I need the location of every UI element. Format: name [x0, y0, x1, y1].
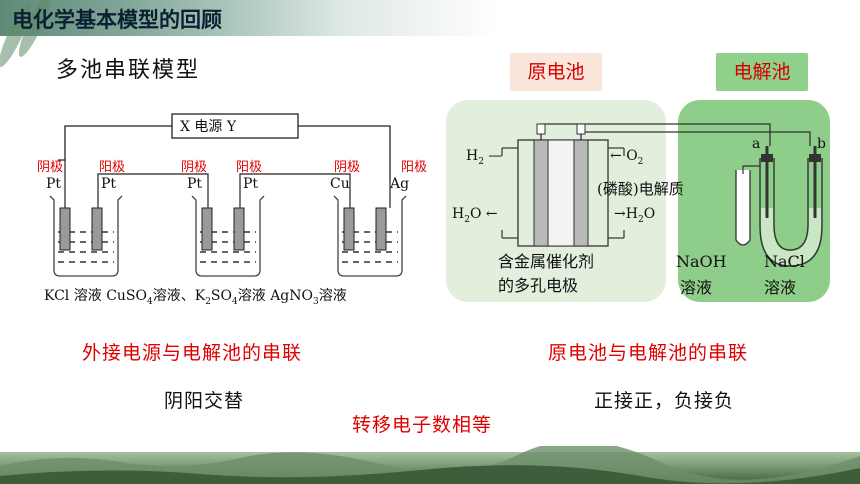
- subscript: 4: [146, 296, 153, 307]
- nacl-label: NaCl: [764, 252, 805, 271]
- note-right-red: 原电池与电解池的串联: [548, 342, 749, 364]
- electrolytic-label: 电解池: [733, 61, 791, 83]
- h2o-text: O: [643, 206, 656, 222]
- naoh-solution-label: 溶液: [680, 278, 713, 297]
- subscript: 2: [637, 156, 644, 167]
- electrolytic-label-box: 电解池: [716, 53, 808, 91]
- electrolyte-label: (磷酸)电解质: [597, 180, 684, 198]
- arrow-left-icon: ←: [485, 206, 498, 222]
- note-left-red: 外接电源与电解池的串联: [82, 342, 303, 364]
- h2o-out-left: H2O ←: [452, 206, 498, 225]
- subscript: 2: [464, 214, 470, 225]
- electrode-a-label: a: [752, 136, 761, 152]
- electrode-metal: Pt: [101, 176, 117, 192]
- subtitle: 多池串联模型: [56, 58, 201, 83]
- electrode-metal: Pt: [187, 176, 203, 192]
- electrolytic-panel: [678, 100, 830, 302]
- subscript: 2: [478, 156, 484, 167]
- electrode-role: 阳极: [401, 160, 428, 175]
- arrow-left-icon: ←: [610, 148, 622, 164]
- subscript: 2: [637, 214, 644, 225]
- electrode-role: 阴极: [37, 160, 64, 175]
- galvanic-label: 原电池: [527, 61, 585, 83]
- title-bar: [0, 0, 860, 36]
- galvanic-label-box: 原电池: [510, 53, 602, 91]
- h2-in-label: H2 —: [466, 148, 502, 167]
- electrode-metal: Pt: [46, 176, 62, 192]
- galvanic-electrolytic-diagram: [446, 100, 830, 302]
- beaker-1: [49, 195, 123, 277]
- arrow-right-icon: →: [614, 206, 626, 222]
- naoh-label: NaOH: [676, 252, 727, 271]
- beaker-3: [333, 195, 407, 277]
- solution-mid: 溶液、K: [152, 288, 206, 304]
- h2o-text: O: [469, 206, 482, 222]
- o2-text: O: [626, 148, 638, 164]
- nacl-solution-label: 溶液: [764, 278, 797, 297]
- h2o-text: H: [625, 206, 638, 222]
- electrode-metal: Pt: [243, 176, 259, 192]
- note-left-black: 阴阳交替: [164, 390, 245, 412]
- h2o-out-right: →H2O: [614, 206, 655, 225]
- electrode-role: 阴极: [334, 160, 361, 175]
- solution-so4: SO: [210, 288, 232, 304]
- electrode-desc-1: 含金属催化剂: [498, 252, 595, 271]
- electrode-role: 阳极: [99, 160, 126, 175]
- h2o-text: H: [452, 206, 465, 222]
- solution-text: 溶液: [318, 288, 347, 304]
- beaker-2: [191, 195, 265, 277]
- electrode-desc-2: 的多孔电极: [498, 276, 579, 295]
- subscript: 2: [205, 296, 211, 307]
- electrode-b-label: b: [817, 136, 826, 152]
- note-center-red: 转移电子数相等: [352, 414, 493, 436]
- subscript: 4: [232, 296, 238, 307]
- electrode-metal: Cu: [330, 176, 350, 192]
- slide-title: 电化学基本模型的回顾: [12, 8, 222, 32]
- arrow-line: —: [488, 148, 503, 164]
- solution-kcl: KCl 溶液: [44, 288, 102, 304]
- solution-cuso4: CuSO: [106, 288, 147, 304]
- solution-agno3: AgNO: [270, 288, 313, 304]
- subscript: 3: [313, 296, 319, 307]
- solution-text: 溶液: [237, 288, 266, 304]
- note-right-black: 正接正，负接负: [594, 390, 735, 412]
- solution-label: KCl 溶液 CuSO4溶液、K2SO4溶液 AgNO3溶液: [44, 285, 347, 307]
- o2-in-label: ← O2: [610, 148, 643, 167]
- electrode-role: 阴极: [181, 160, 208, 175]
- electrode-role: 阳极: [236, 160, 263, 175]
- h2-text: H: [466, 148, 479, 164]
- series-electrolysis-diagram: [49, 113, 407, 277]
- power-source-label: X 电源 Y: [180, 119, 237, 135]
- electrode-metal: Ag: [390, 176, 410, 192]
- hills-decoration: [0, 446, 860, 484]
